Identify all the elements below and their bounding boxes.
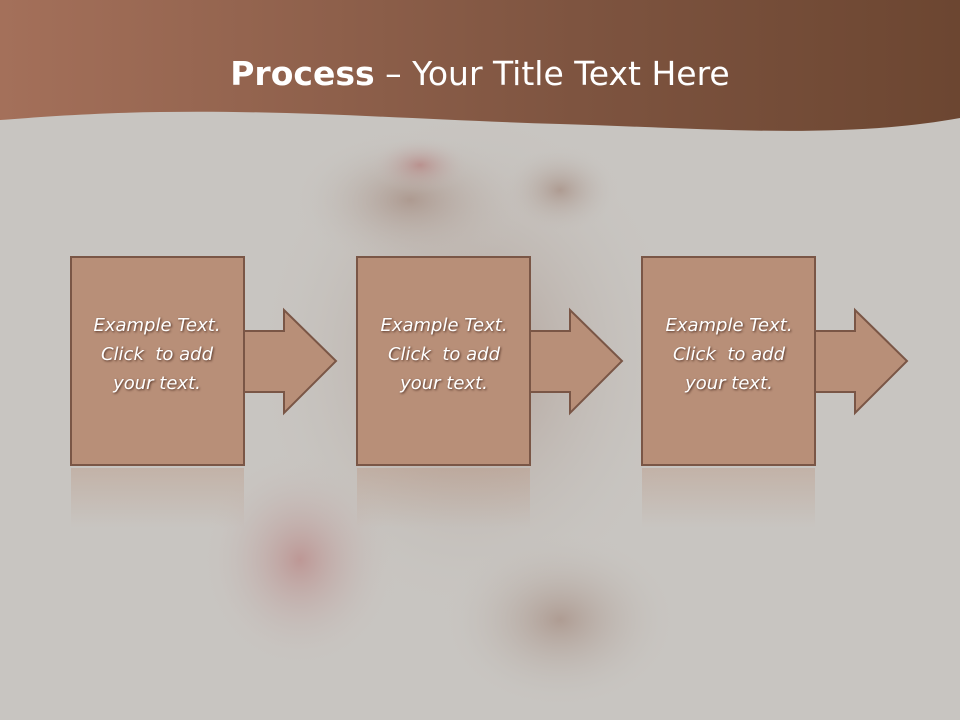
photo-figure-shape [200, 450, 400, 670]
step-box [641, 256, 816, 466]
step-text-line: Example Text. [665, 315, 793, 336]
step-text-line: your text. [113, 373, 201, 394]
step-reflection [71, 468, 244, 528]
title-bold: Process [230, 54, 375, 93]
arrow-right-icon [814, 307, 909, 416]
step-text-line: Click to add [100, 344, 213, 365]
step-text-1[interactable]: Example Text. Click to add your text. [72, 311, 242, 398]
step-text-line: Example Text. [380, 315, 508, 336]
step-text-3[interactable]: Example Text. Click to add your text. [644, 311, 814, 398]
photo-figure-shape [500, 145, 620, 235]
process-step-3 [641, 256, 909, 528]
step-text-line: Click to add [672, 344, 785, 365]
step-reflection [642, 468, 815, 528]
process-step-1 [70, 256, 338, 528]
arrow-right-icon [243, 307, 338, 416]
header-band [0, 0, 960, 131]
step-text-line: your text. [685, 373, 773, 394]
photo-figure-shape [370, 137, 470, 193]
slide-title[interactable]: Process – Your Title Text Here [0, 52, 960, 96]
arrow-right-icon [529, 307, 624, 416]
step-text-line: Example Text. [93, 315, 221, 336]
step-reflection [357, 468, 530, 528]
step-text-line: your text. [400, 373, 488, 394]
title-rest: Your Title Text Here [412, 54, 730, 93]
title-dash: – [374, 54, 413, 93]
photo-figure-shape [440, 530, 680, 710]
process-step-2 [356, 256, 624, 528]
step-text-line: Click to add [387, 344, 500, 365]
step-box [356, 256, 531, 466]
step-text-2[interactable]: Example Text. Click to add your text. [359, 311, 529, 398]
